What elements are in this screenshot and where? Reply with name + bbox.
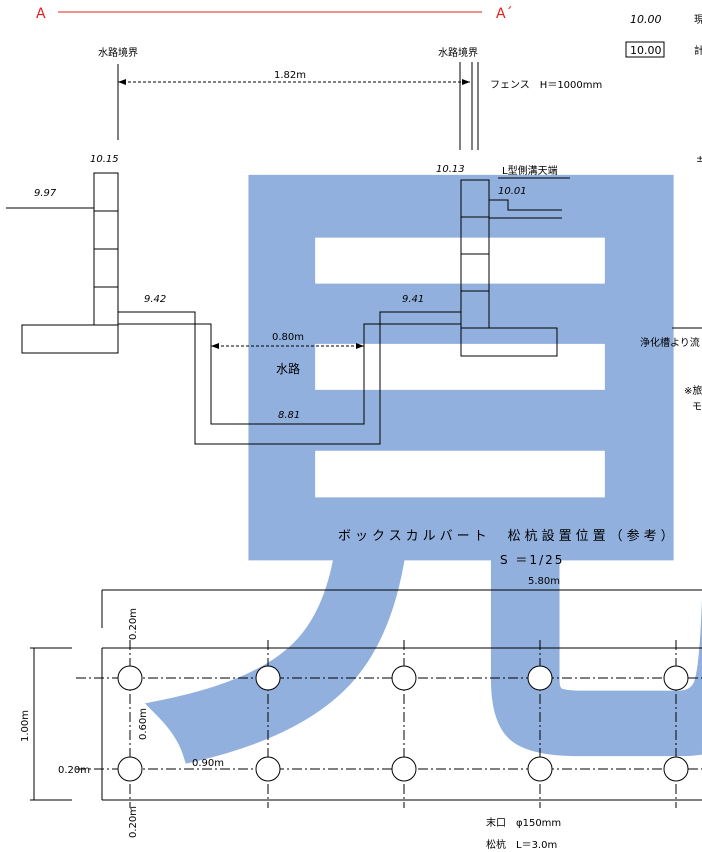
elev-right-bed: 9.41 xyxy=(402,294,424,305)
section-marker-line: A A´ xyxy=(36,6,513,22)
plan-scale: S ＝1/25 xyxy=(500,553,564,567)
pile xyxy=(255,756,281,782)
legend-boxed-suffix: 計 xyxy=(694,44,702,57)
legend-elev-boxed: 10.00 xyxy=(630,44,662,57)
left-wall xyxy=(21,172,119,354)
right-boundary-label: 水路境界 xyxy=(438,46,478,59)
plan-length: 5.80m xyxy=(528,576,560,587)
legend-plain-suffix: 現 xyxy=(694,14,702,26)
pile xyxy=(255,665,281,691)
span-dimension: 1.82m xyxy=(274,70,306,81)
pile xyxy=(663,665,689,691)
pile xyxy=(391,665,417,691)
pile xyxy=(391,756,417,782)
culvert-plan xyxy=(76,647,702,801)
right-wall xyxy=(460,179,558,357)
dim-bottom: 0.20m xyxy=(128,806,139,838)
legend-side-mark: ± xyxy=(696,154,702,165)
pile xyxy=(117,665,143,691)
elev-right-top: 10.13 xyxy=(436,164,465,175)
left-boundary-label: 水路境界 xyxy=(98,46,138,59)
legend-box xyxy=(625,41,665,58)
dim-spacing: 0.90m xyxy=(192,758,224,769)
fence xyxy=(459,62,479,150)
dim-mid: 0.60m xyxy=(138,708,149,740)
dim-top: 0.20m xyxy=(128,608,139,640)
plan-title: ボックスカルバート 松杭設置位置（参考） xyxy=(338,528,678,544)
legend-elev-plain: 10.00 xyxy=(630,13,662,26)
note-1: ※旅 xyxy=(684,384,702,397)
pile-diameter: 末口 φ150mm xyxy=(486,816,561,829)
dim-left: 0.20m xyxy=(58,765,90,776)
elev-left-top: 10.15 xyxy=(90,154,119,165)
pile xyxy=(663,756,689,782)
pile xyxy=(117,756,143,782)
elev-left-ground: 9.97 xyxy=(34,188,57,199)
septic-label: 浄化槽より流 xyxy=(640,336,700,349)
watermark-char: 見 xyxy=(140,106,702,851)
plan-height-dim xyxy=(30,647,72,801)
elev-gutter: 10.01 xyxy=(498,186,527,197)
piles xyxy=(117,665,689,782)
fence-label: フェンス H＝1000mm xyxy=(490,80,602,91)
l-gutter-label: L型側溝天端 xyxy=(502,164,558,177)
note-2: モ xyxy=(692,402,702,413)
pile xyxy=(527,665,553,691)
inner-width: 0.80m xyxy=(272,332,304,343)
channel-outer xyxy=(118,311,461,445)
l-gutter xyxy=(489,199,562,219)
plan-height: 1.00m xyxy=(20,710,31,742)
waterway-label: 水路 xyxy=(276,361,300,376)
elev-bottom: 8.81 xyxy=(278,410,300,421)
marker-a-prime: A´ xyxy=(496,6,513,22)
pile xyxy=(527,756,553,782)
pile-length: 松杭 L＝3.0m xyxy=(486,838,557,851)
marker-a: A xyxy=(36,6,46,22)
elev-left-bed: 9.42 xyxy=(144,294,166,305)
